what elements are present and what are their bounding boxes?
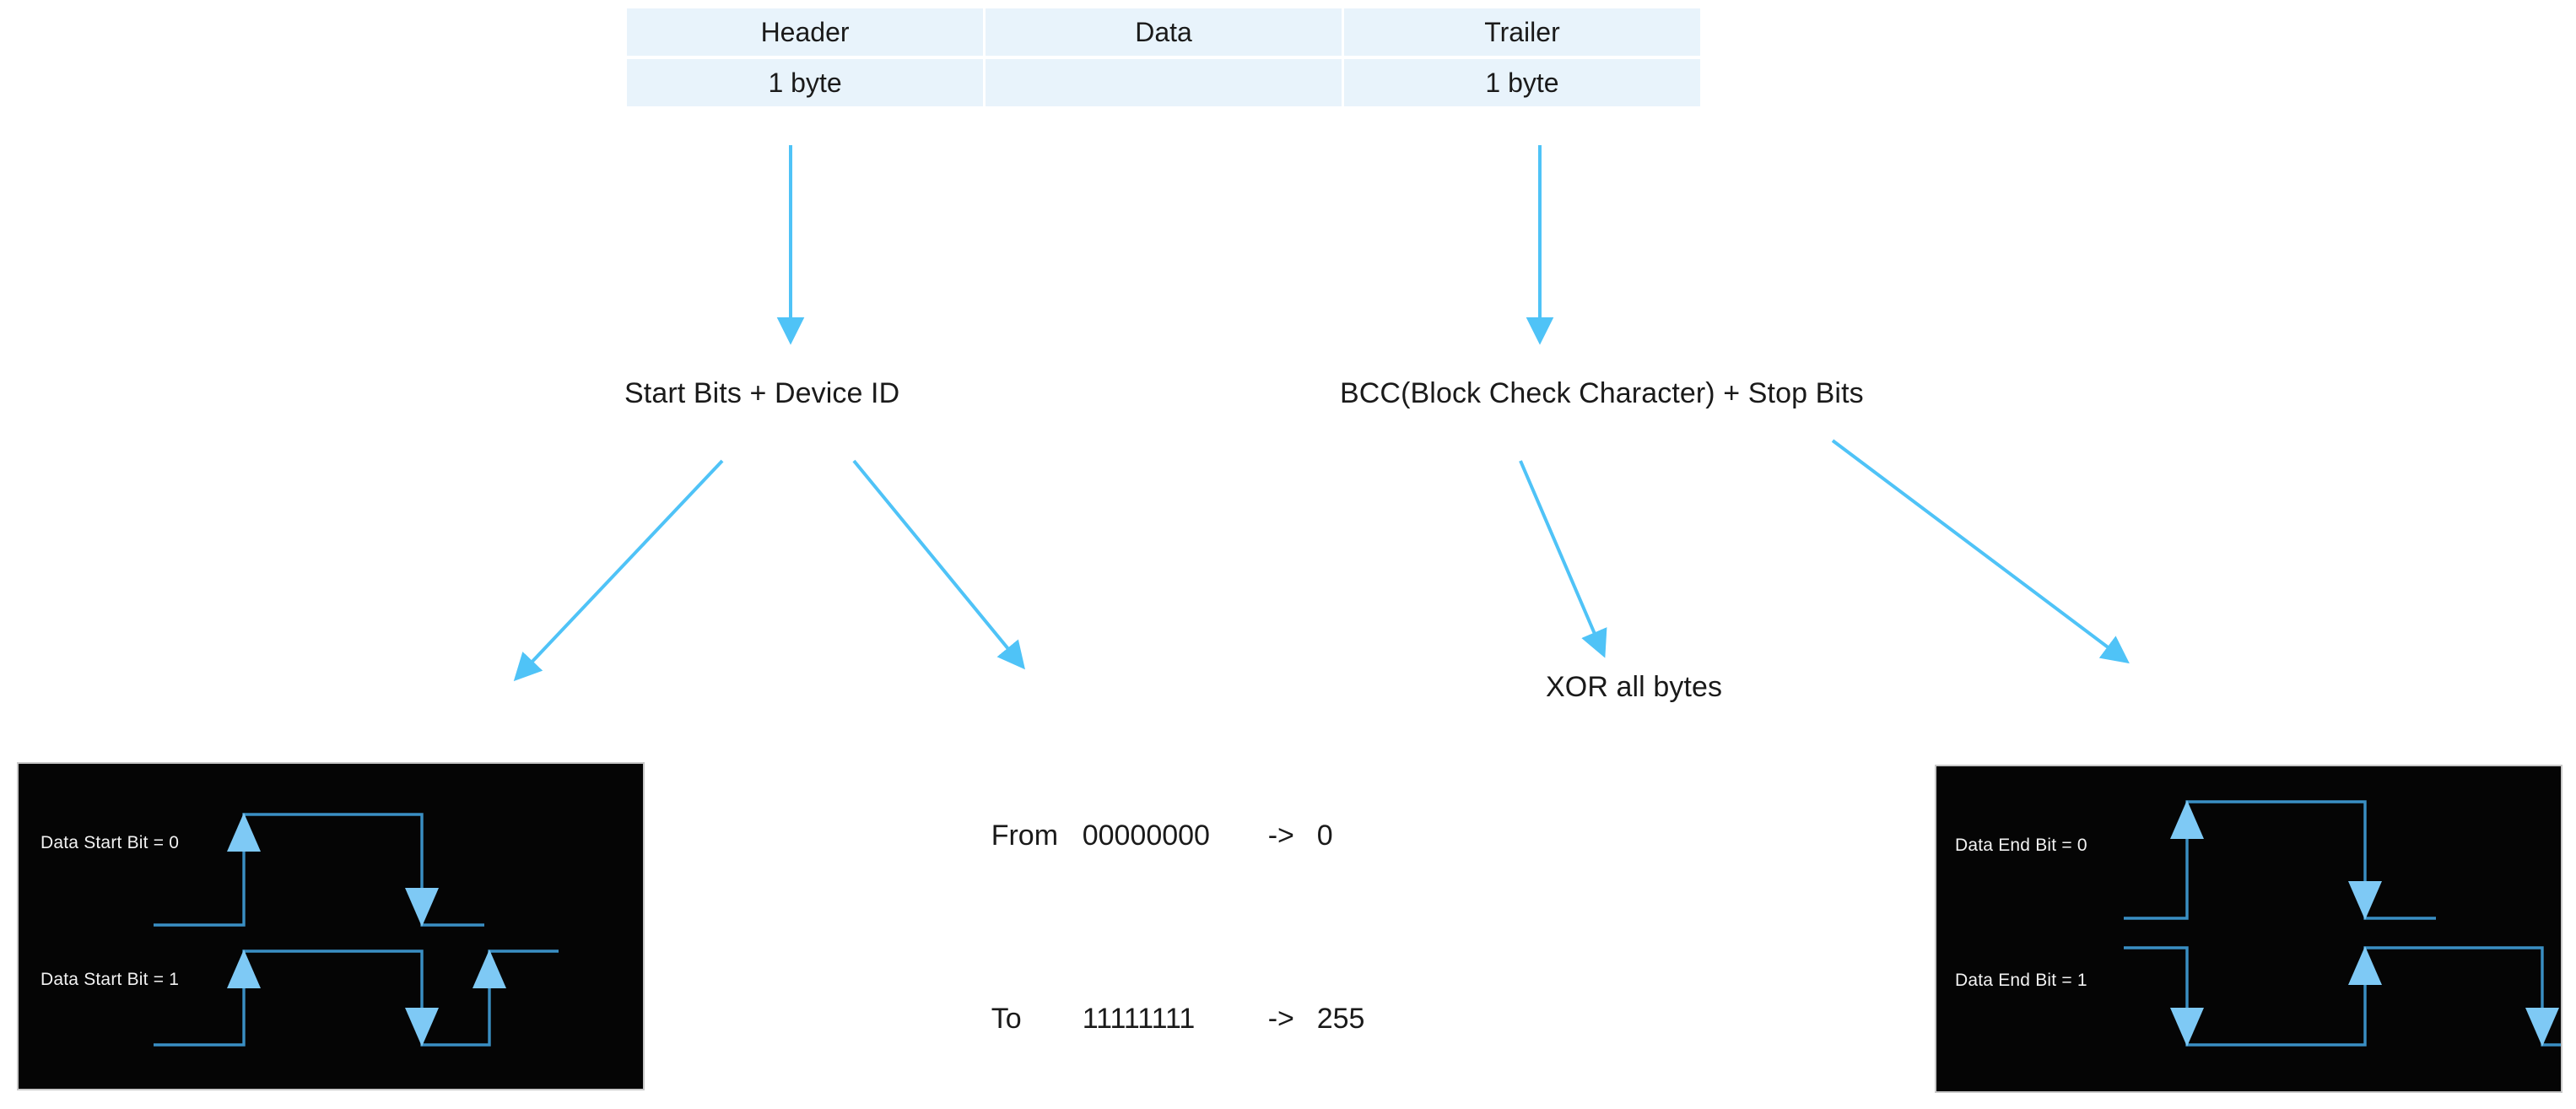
arrow-fall-icon: [405, 1008, 439, 1047]
arrow-rise-icon: [473, 949, 506, 988]
cell-data-size: [986, 59, 1344, 106]
waveform-end-bit-0: [2124, 800, 2436, 920]
table-row-headers: Header Data Trailer: [627, 8, 1700, 59]
byte-range-to-value: 255: [1316, 1003, 1365, 1036]
label-start-bits-device-id: Start Bits + Device ID: [624, 377, 900, 409]
packet-structure-table: Header Data Trailer 1 byte 1 byte: [627, 8, 1700, 106]
end-bit-waveforms: [2124, 800, 2561, 1047]
start-bit-waveforms: [154, 813, 559, 1047]
label-xor-all-bytes: XOR all bytes: [1546, 671, 1723, 703]
arrow-bcc-to-xor: [1519, 460, 1607, 658]
label-bcc-stop-bits: BCC(Block Check Character) + Stop Bits: [1340, 377, 1864, 409]
table-row-sizes: 1 byte 1 byte: [627, 59, 1700, 106]
byte-range-from-bits: 00000000: [1082, 819, 1210, 852]
start-bit-waveform-panel: Data Start Bit = 0 Data Start Bit = 1: [19, 764, 643, 1089]
byte-range-row-from: From 00000000 -> 0: [943, 781, 1364, 891]
cell-trailer-size: 1 byte: [1343, 59, 1700, 106]
arrow-rise-icon: [2348, 946, 2382, 985]
start-bit-1-label: Data Start Bit = 1: [41, 970, 180, 989]
byte-range-from-value: 0: [1316, 819, 1333, 852]
arrow-startbits-to-byte-range: [852, 459, 1025, 670]
byte-range-block: From 00000000 -> 0 To 11111111 -> 255: [943, 707, 1365, 1109]
byte-range-row-to: To 11111111 -> 255: [943, 965, 1365, 1075]
byte-range-to-bits: 11111111: [1082, 1003, 1196, 1036]
cell-trailer-name: Trailer: [1343, 8, 1700, 59]
arrow-fall-icon: [2170, 1008, 2204, 1047]
arrow-startbits-to-wave-panel: [513, 459, 724, 682]
arrow-rise-icon: [227, 813, 261, 852]
end-bit-1-label: Data End Bit = 1: [1955, 971, 2087, 990]
start-bit-0-label: Data Start Bit = 0: [41, 833, 180, 852]
byte-range-to-word: To: [991, 1003, 1022, 1036]
arrow-fall-icon: [2348, 881, 2382, 920]
arrow-stopbits-to-wave-panel: [1831, 439, 2130, 664]
end-bit-0-label: Data End Bit = 0: [1955, 836, 2087, 855]
arrow-rise-icon: [2170, 800, 2204, 839]
cell-header-size: 1 byte: [627, 59, 986, 106]
byte-range-to-arrow: ->: [1267, 1003, 1294, 1036]
waveform-end-bit-1: [2124, 946, 2561, 1047]
arrow-fall-icon: [405, 888, 439, 927]
byte-range-from-arrow: ->: [1267, 819, 1294, 852]
arrow-rise-icon: [227, 949, 261, 988]
arrow-fall-icon: [2525, 1008, 2559, 1047]
cell-header-name: Header: [627, 8, 986, 59]
waveform-start-bit-0: [154, 813, 484, 927]
byte-range-from-word: From: [991, 819, 1059, 852]
waveform-start-bit-1: [154, 949, 559, 1047]
cell-data-name: Data: [986, 8, 1344, 59]
end-bit-waveform-panel: Data End Bit = 0 Data End Bit = 1: [1936, 766, 2561, 1091]
